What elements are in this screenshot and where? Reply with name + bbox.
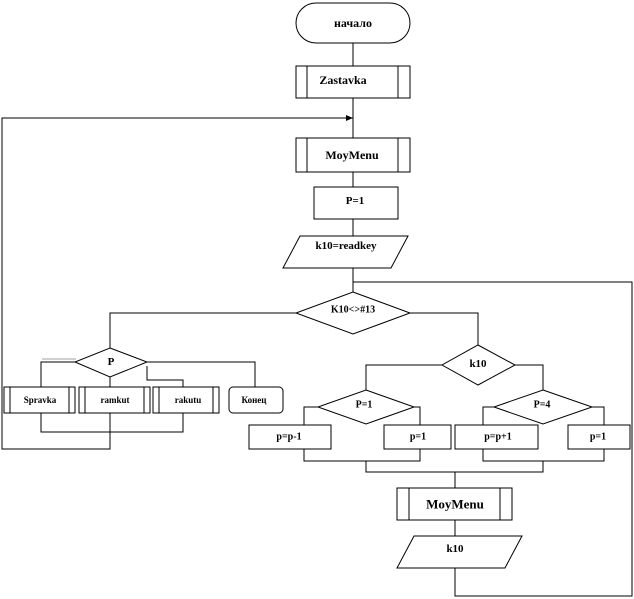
p-plus-process: p=p+1 [454,424,539,450]
connector-p-rakutu [146,366,184,387]
connector-p1-no [414,406,421,425]
connector-cond-right [410,312,479,345]
rakutu-process: rakutu [152,386,220,414]
p-init-label: P=1 [346,195,365,207]
spravka-process: Spravka [3,386,76,414]
rakutu-label: rakutu [175,395,202,405]
readkey-label: k10=readkey [315,240,377,252]
spravka-label: Spravka [24,395,57,405]
moymenu-bottom-process: MoyMenu [396,487,513,521]
moymenu-top-process: MoyMenu [295,137,411,173]
connector-p-konec [147,361,256,387]
konec-label: Конец [242,395,268,405]
condition-p1-label: P=1 [356,400,373,411]
ramkut-label: ramkut [101,395,130,405]
p-set1-right-label: p=1 [590,432,606,443]
loop-return-right [353,281,633,597]
connector-p4-yes [482,406,494,425]
condition-p4-label: P=4 [534,400,551,411]
k10-output-label: k10 [446,543,464,555]
zastavka-process: Zastavka [295,65,411,99]
p-init-process: P=1 [313,186,399,220]
ramkut-process: ramkut [78,386,151,414]
condition-p-label: P [108,356,115,368]
start-label: начало [334,16,372,30]
p-minus-label: p=p-1 [276,432,301,443]
connectors [1,43,633,597]
merge-p4 [482,449,605,462]
condition-main-label: K10<>#13 [331,305,375,316]
readkey-input: k10=readkey [282,235,409,269]
connector-p-spravka [40,361,75,387]
p-set1-left-process: p=1 [383,424,452,450]
zastavka-label: Zastavka [319,73,366,87]
p-set1-right-process: p=1 [567,424,631,450]
condition-main: K10<>#13 [294,291,412,335]
moymenu-top-label: MoyMenu [325,148,379,162]
loop-return-left [1,115,353,450]
connector-p1-yes [303,406,318,425]
merge-p-branches [40,413,184,433]
moymenu-bottom-label: MoyMenu [426,497,484,512]
connector-cond-left [109,312,296,348]
merge-p1 [303,449,421,462]
condition-p: P [73,347,149,378]
k10-output: k10 [396,535,523,569]
p-minus-process: p=p-1 [248,424,332,450]
condition-k10: k10 [440,344,517,386]
connector-p4-no [592,406,605,425]
condition-p1: P=1 [316,389,416,425]
connector-k10-right [515,364,544,390]
konec-terminator: Конец [228,386,284,414]
p-set1-left-label: p=1 [410,432,426,443]
condition-k10-label: k10 [469,358,487,370]
start-node: начало [295,2,411,44]
condition-p4: P=4 [492,389,594,425]
p-plus-label: p=p+1 [484,432,512,443]
merge-all-upper [365,461,544,473]
connector-k10-left [365,364,442,397]
